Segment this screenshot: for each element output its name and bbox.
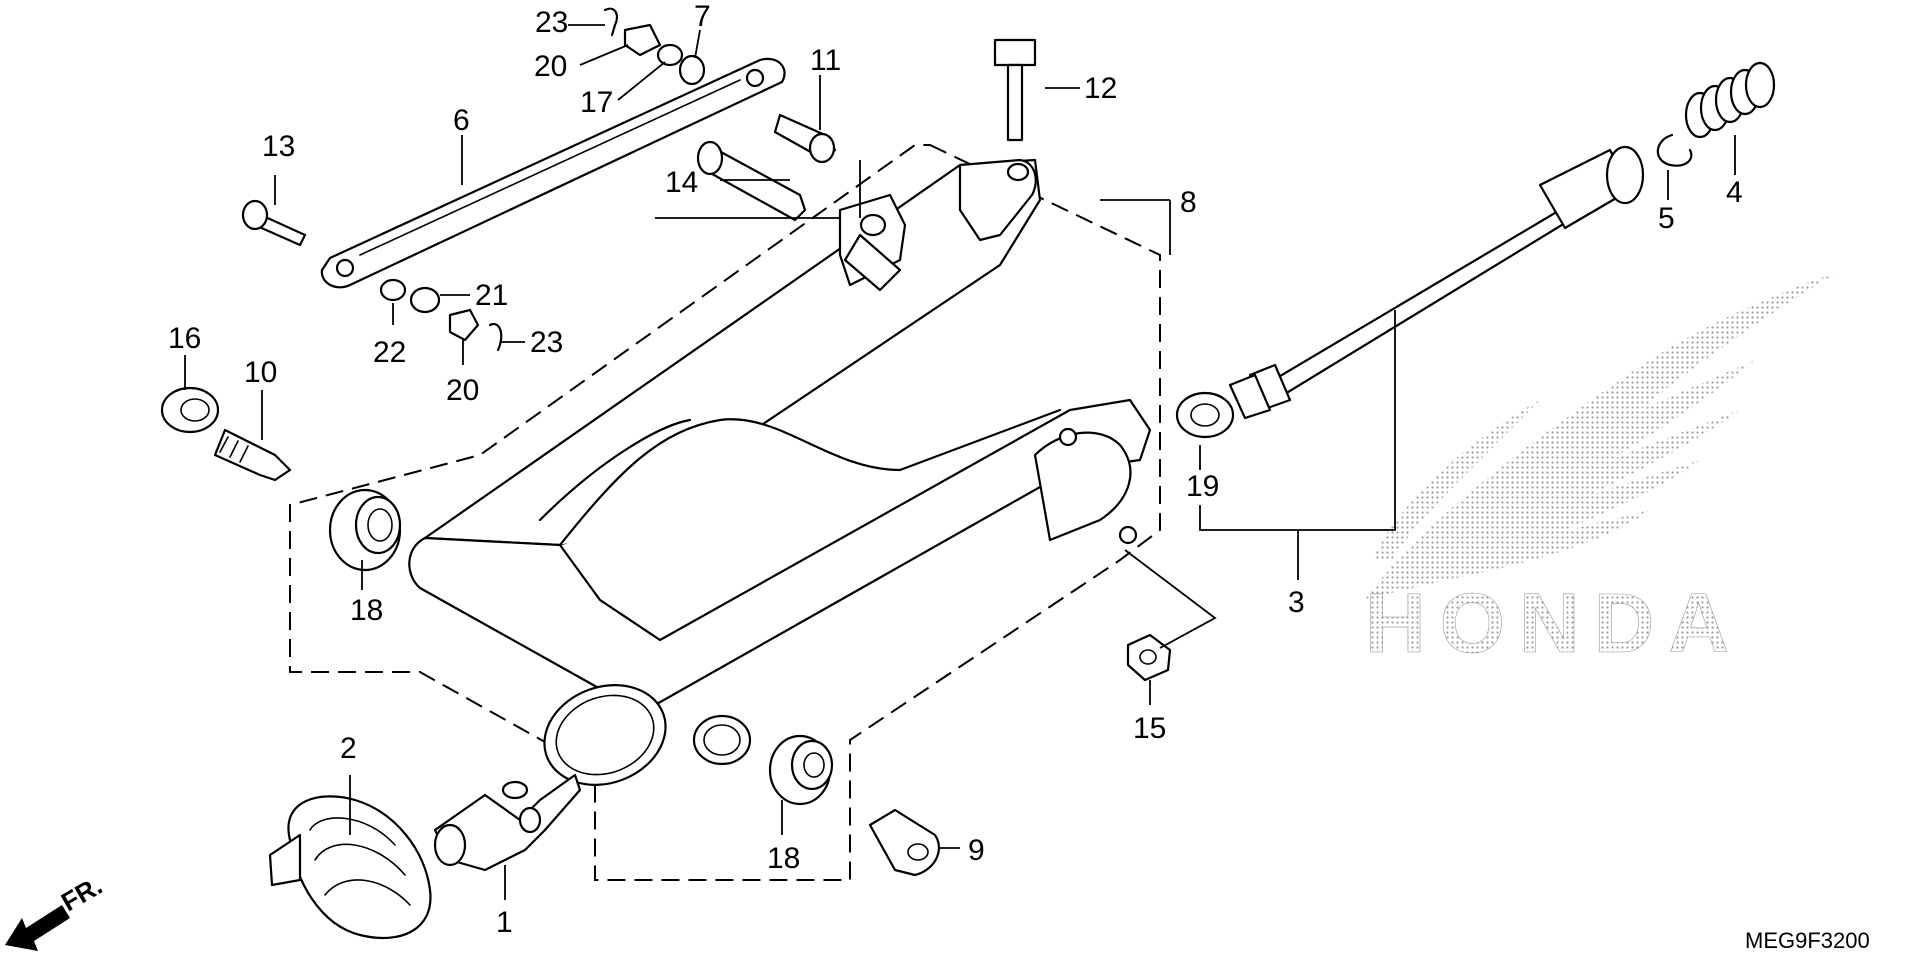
callout-9: 9	[968, 834, 985, 867]
callout-7: 7	[694, 0, 711, 33]
front-direction-indicator: FR.	[5, 870, 107, 951]
swingarm	[408, 158, 1152, 786]
boot-2	[268, 795, 432, 940]
bolt-12	[993, 38, 1037, 142]
diagram-code: MEG9F3200	[1745, 928, 1870, 953]
callout-labels: 1 2 3 4 5 6 7 8 9 10 11 12 13 14 15 16 1…	[168, 0, 1743, 939]
spring-4	[1684, 61, 1776, 139]
universal-joint-1	[433, 773, 582, 872]
callout-20-upper: 20	[534, 50, 567, 83]
leader-lines	[184, 24, 1736, 900]
callout-21: 21	[475, 279, 508, 312]
honda-logo-text: HONDA	[1365, 576, 1743, 670]
washers-and-nuts	[379, 7, 706, 352]
callout-3: 3	[1288, 586, 1305, 619]
callout-22: 22	[373, 336, 406, 369]
callout-10: 10	[244, 356, 277, 389]
callout-15: 15	[1133, 712, 1166, 745]
callout-1: 1	[496, 906, 513, 939]
bearing-18-upper	[328, 488, 402, 572]
callout-18-lower: 18	[767, 842, 800, 875]
callout-23-upper: 23	[535, 6, 568, 39]
front-arrow-icon	[5, 905, 70, 951]
bolt-13	[241, 199, 307, 247]
callout-5: 5	[1658, 202, 1675, 235]
circlip-5	[1656, 133, 1693, 167]
callout-17: 17	[580, 86, 613, 119]
callout-23-lower: 23	[530, 326, 563, 359]
callout-11: 11	[810, 44, 841, 77]
callout-4: 4	[1726, 176, 1743, 209]
nut-15	[1126, 633, 1172, 682]
callout-12: 12	[1084, 72, 1117, 105]
callout-16: 16	[168, 322, 201, 355]
callout-19: 19	[1186, 470, 1219, 503]
locknut-16	[160, 386, 220, 434]
callout-18-upper: 18	[350, 594, 383, 627]
torque-link	[320, 57, 786, 289]
callout-8: 8	[1180, 186, 1197, 219]
callout-13: 13	[262, 130, 295, 163]
callout-20-lower: 20	[446, 374, 479, 407]
pin-14	[696, 140, 807, 222]
callout-6: 6	[453, 104, 470, 137]
callout-2: 2	[340, 732, 357, 765]
bearing-19	[1175, 391, 1235, 439]
drain-plug-9	[868, 808, 941, 877]
bolt-11	[773, 113, 837, 164]
swingarm-assembly-outline	[289, 144, 1171, 881]
pivot-bolt-10	[213, 428, 292, 482]
honda-wing-logo: HONDA	[1365, 272, 1838, 670]
bearing-18-lower	[768, 734, 834, 806]
drive-shaft	[1228, 145, 1645, 420]
callout-14: 14	[665, 166, 698, 199]
